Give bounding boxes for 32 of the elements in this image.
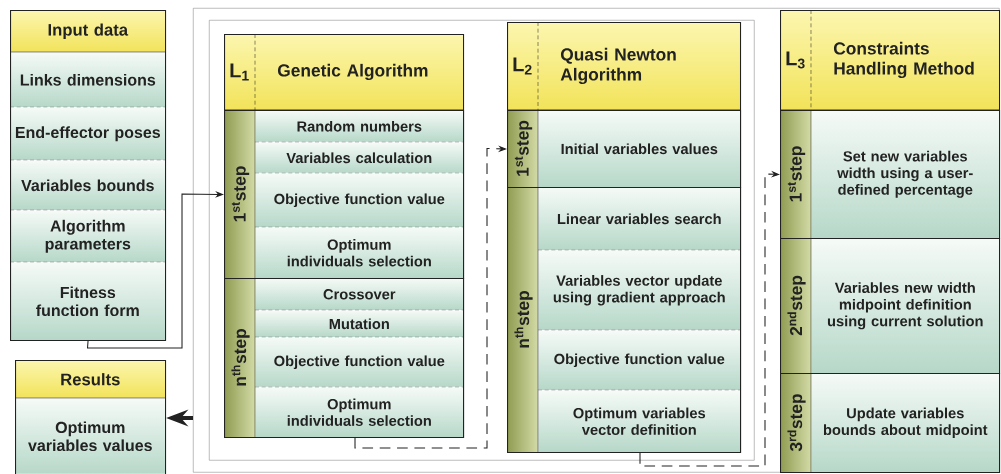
column-title: Genetic Algorithm [278,63,428,81]
step-cell: Optimum individuals selection [287,239,431,267]
data-cell: Optimum variables values [28,421,152,452]
step-cell: Set new variables width using a user-defined percentage [837,150,973,198]
step-cell: Objective function value [554,353,725,368]
step-cell: Random numbers [297,120,422,132]
step-cell: Variables vector update using gradient approach [553,275,725,306]
step-cell: Initial variables values [561,143,718,155]
step-cell: Objective function value [274,355,445,370]
step-cell: Optimum individuals selection [287,398,431,426]
step-cell: Objective function value [274,193,445,208]
header-cell: Input data [48,23,129,39]
level-label: L$_{3}$ [786,51,805,69]
data-cell: Algorithm parameters [45,219,131,253]
step-cell: Linear variables search [557,213,721,225]
step-cell: Mutation [329,318,389,330]
level-label: L$_{2}$ [513,57,532,75]
frame [209,20,755,461]
level-label: L$_{1}$ [230,63,249,81]
arrow [86,191,224,349]
step-cell: Crossover [323,289,396,300]
step-cell: Update variables bounds about midpoint [823,407,988,438]
step-cell: Optimum variables vector definition [573,407,706,435]
data-cell: Variables bounds [21,179,154,192]
header-cell: Results [61,373,120,386]
column-title: Quasi Newton Algorithm [560,47,676,85]
data-cell: Fitness function form [36,286,139,317]
data-cell: Links dimensions [20,73,156,86]
step-cell: Variables calculation [286,152,432,164]
step-cell: Variables new width midpoint definition using current solution [827,282,983,330]
data-cell: End-effector poses [15,126,160,142]
column-title: Constraints Handling Method [834,41,974,79]
